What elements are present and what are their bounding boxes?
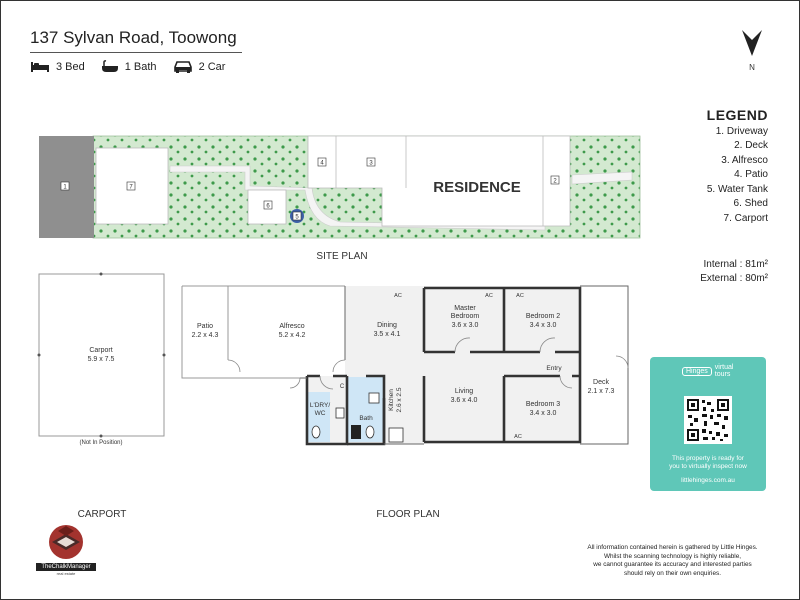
bed-icon: [31, 61, 49, 72]
site-markers: 1 7 6 5 4 3 2: [60, 157, 560, 221]
c-label: C: [340, 384, 345, 390]
living-name: Living: [455, 388, 473, 395]
floor-plan-label: FLOOR PLAN: [376, 509, 439, 520]
bed2-dims: 3.4 x 3.0: [530, 322, 557, 329]
dining-name: Dining: [377, 322, 397, 329]
agency-logo-sub: real estate: [56, 571, 76, 576]
basin: [368, 392, 380, 404]
marker-6: 6: [266, 204, 270, 210]
legend: LEGEND 1. Driveway 2. Deck 3. Alfresco 4…: [707, 108, 768, 226]
site-path-right: [571, 171, 633, 185]
bed2-name: Bedroom 2: [526, 313, 560, 320]
legend-item: 3. Alfresco: [721, 154, 768, 166]
marker-1: 1: [63, 185, 67, 191]
agency-logo-text: TheChalkManager: [36, 563, 96, 571]
site-plan-label: SITE PLAN: [316, 251, 367, 262]
kitchen-name: Kitchen: [388, 389, 395, 411]
property-address: 137 Sylvan Road, Toowong: [30, 28, 237, 47]
hinges-url[interactable]: littlehinges.com.au: [681, 477, 735, 484]
car-count: 2 Car: [198, 60, 226, 73]
carport-room-dims: 5.9 x 7.5: [88, 356, 115, 363]
carport-plan: Carport 5.9 x 7.5 (Not In Position): [37, 272, 166, 446]
stove: [388, 427, 404, 443]
qr-code-icon[interactable]: [684, 396, 732, 444]
bath-name: Bath: [359, 415, 373, 422]
north-arrow-icon: N: [742, 30, 762, 72]
laundry-name-2: WC: [315, 410, 326, 417]
marker-5: 5: [295, 215, 299, 221]
ac-label: AC: [485, 293, 493, 299]
agency-logo-icon: [49, 525, 83, 559]
internal-area: Internal : 81m²: [703, 259, 768, 270]
marker-4: 4: [320, 161, 324, 167]
disclaimer-line: should rely on their own enquiries.: [624, 569, 721, 577]
appliance: [351, 425, 361, 439]
carport-section-label: CARPORT: [78, 509, 127, 520]
property-features: 3 Bed 1 Bath 2 Car: [30, 60, 225, 73]
living-dims: 3.6 x 4.0: [451, 397, 478, 404]
legend-title: LEGEND: [706, 107, 768, 123]
feature-bed: 3 Bed: [30, 61, 85, 73]
toilet-laundry: [311, 425, 321, 439]
marker-2: 2: [553, 179, 557, 185]
legend-item: 7. Carport: [723, 212, 768, 224]
ac-label: AC: [514, 434, 522, 440]
ac-label: AC: [516, 293, 524, 299]
virtual-tour-card[interactable]: Hinges virtual tours This property is re…: [650, 357, 766, 491]
hinges-logo-badge: Hinges: [682, 366, 712, 376]
hinges-brand: Hinges virtual tours: [682, 364, 733, 378]
hinges-logo-text: virtual tours: [715, 364, 734, 378]
patio-dims: 2.2 x 4.3: [192, 332, 219, 339]
toilet-bath: [365, 425, 375, 439]
disclaimer-line: Whilst the scanning technology is highly…: [603, 552, 742, 560]
marker-7: 7: [129, 185, 133, 191]
patio-name: Patio: [197, 323, 213, 330]
bath-count: 1 Bath: [124, 60, 157, 73]
legend-item: 6. Shed: [733, 198, 768, 209]
agency-logo: TheChalkManager real estate: [36, 520, 96, 576]
deck-dims: 2.1 x 7.3: [588, 388, 615, 395]
floor-plan: Patio 2.2 x 4.3 Alfresco 5.2 x 4.2 Dinin…: [181, 285, 629, 446]
legend-item: 2. Deck: [734, 140, 768, 151]
dining-dims: 3.5 x 4.1: [374, 331, 401, 338]
hinges-text-1: This property is ready for: [672, 455, 744, 462]
legend-item: 1. Driveway: [715, 125, 768, 137]
laundry-name-1: L'DRY/: [310, 402, 330, 409]
legend-item: 4. Patio: [734, 169, 768, 180]
carport-note: (Not In Position): [79, 440, 122, 446]
legend-item: 5. Water Tank: [706, 183, 768, 195]
disclaimer-line: we cannot guarantee its accuracy and int…: [593, 561, 752, 568]
area-summary: Internal : 81m² External : 80m²: [700, 258, 768, 286]
feature-bath: 1 Bath: [101, 60, 157, 73]
marker-3: 3: [369, 161, 373, 167]
hinges-virtual-text: virtual: [714, 364, 734, 371]
alfresco-name: Alfresco: [279, 323, 304, 330]
kitchen-dims: 2.6 x 2.5: [396, 387, 403, 412]
master-dims: 3.6 x 3.0: [452, 322, 479, 329]
master-name-1: Master: [454, 305, 476, 312]
disclaimer-line: All information contained herein is gath…: [587, 544, 758, 551]
disclaimer: All information contained herein is gath…: [575, 544, 770, 578]
alfresco-dims: 5.2 x 4.2: [279, 332, 306, 339]
bed3-name: Bedroom 3: [526, 401, 560, 408]
residence-label: RESIDENCE: [433, 179, 521, 196]
hinges-tours-text: tours: [714, 371, 731, 378]
car-icon: [173, 61, 192, 73]
master-name-2: Bedroom: [451, 313, 480, 320]
site-plan: 1 7 6 5 4 3 2 RESIDENCE SITE PLAN: [39, 135, 641, 262]
north-label: N: [749, 63, 755, 72]
bed-count: 3 Bed: [56, 60, 85, 73]
ac-label: AC: [394, 293, 402, 299]
hinges-text-2: you to virtually inspect now: [669, 463, 747, 470]
feature-car: 2 Car: [173, 60, 226, 73]
carport-room-name: Carport: [89, 347, 112, 354]
title-divider: [30, 52, 242, 53]
bed3-dims: 3.4 x 3.0: [530, 410, 557, 417]
entry-name: Entry: [546, 365, 562, 372]
bath-icon: [101, 60, 118, 72]
external-area: External : 80m²: [700, 273, 768, 284]
deck-name: Deck: [593, 379, 609, 386]
